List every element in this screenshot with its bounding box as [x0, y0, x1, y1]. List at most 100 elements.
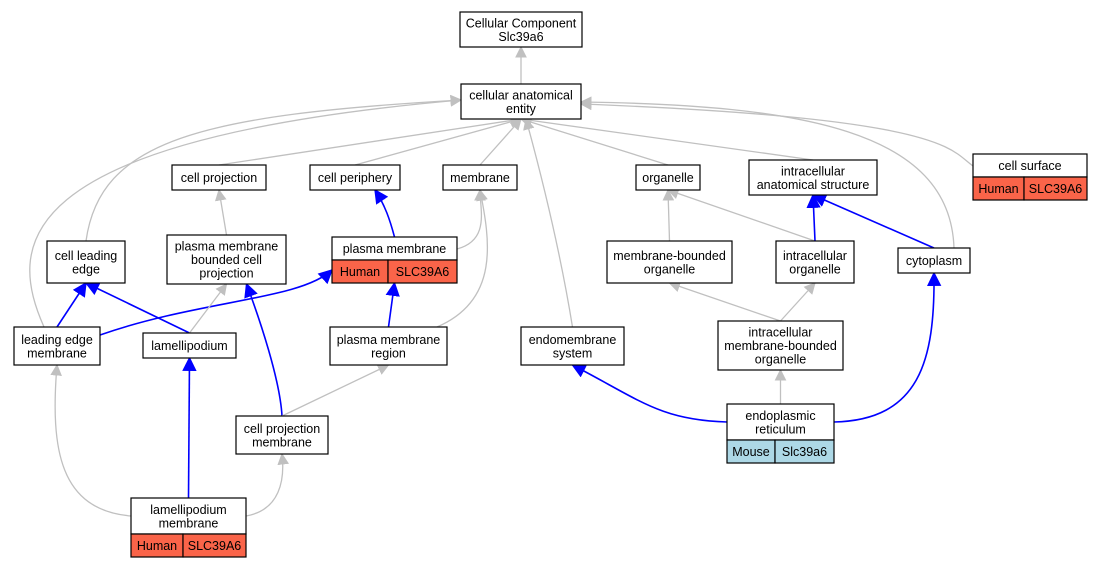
node-label: plasma membrane: [337, 333, 441, 347]
node-box: [329, 326, 448, 366]
node-box: [717, 320, 844, 371]
edge-lem-to-cle: [56, 281, 87, 328]
node-label: Cellular Component: [466, 16, 577, 30]
node-label: region: [371, 346, 406, 360]
node-label: endomembrane: [529, 333, 617, 347]
node-label: lamellipodium: [150, 503, 226, 517]
node-label: anatomical structure: [757, 178, 870, 192]
gene-badge: [1023, 176, 1088, 201]
edge-lem-to-cae: [29, 95, 463, 328]
node-box: [606, 240, 733, 284]
node-box: [635, 164, 701, 191]
node-label: edge: [72, 262, 100, 276]
node-box: [171, 164, 267, 191]
node-label: membrane: [27, 346, 87, 360]
node-label: leading edge: [21, 333, 93, 347]
edge-io-to-ias: [806, 193, 821, 242]
gene-label: SLC39A6: [396, 265, 450, 279]
edge-pmbcp-to-cp: [214, 188, 228, 236]
node-label: membrane-bounded: [724, 339, 837, 353]
node-box: [309, 164, 401, 191]
edge-io-to-org: [666, 187, 816, 242]
node-lam[interactable]: lamellipodium: [142, 332, 237, 359]
edge-imbo-to-io: [780, 282, 816, 322]
node-label: projection: [199, 267, 253, 281]
node-label: cell periphery: [318, 171, 393, 185]
node-label: membrane: [450, 171, 510, 185]
node-label: intracellular: [749, 326, 813, 340]
species-label: Human: [340, 265, 380, 279]
node-mem[interactable]: membrane: [442, 164, 518, 191]
gene-badge: [182, 533, 247, 558]
species-label: Human: [978, 182, 1018, 196]
edge-imbo-to-mbo: [668, 280, 781, 322]
node-label: organelle: [755, 353, 806, 367]
edge-cper-to-cae: [354, 116, 523, 166]
edge-lam-to-pmbcp: [188, 283, 228, 334]
edge-org-to-cae: [519, 116, 669, 166]
node-box: [235, 415, 329, 455]
node-label: membrane: [252, 435, 312, 449]
node-label: cell leading: [55, 249, 118, 263]
node-label: Slc39a6: [498, 30, 543, 44]
node-cp[interactable]: cell projection: [171, 164, 267, 191]
node-label: cytoplasm: [906, 254, 962, 268]
node-box: [13, 326, 101, 366]
node-label: plasma membrane: [343, 242, 447, 256]
edge-cs-to-cae: [579, 98, 974, 167]
edge-lpm-to-cpm: [245, 452, 290, 517]
gene-badge: [774, 439, 835, 464]
node-label: bounded cell: [191, 253, 262, 267]
edge-er-to-ems: [571, 364, 728, 423]
node-label: plasma membrane: [175, 240, 279, 254]
node-label: intracellular: [781, 164, 845, 178]
node-label: endoplasmic: [745, 409, 815, 423]
edge-er-to-cyto: [833, 271, 942, 423]
gene-label: SLC39A6: [188, 539, 242, 553]
node-label: organelle: [642, 171, 693, 185]
edge-lem-to-pm: [99, 269, 334, 336]
node-org[interactable]: organelle: [635, 164, 701, 191]
node-label: intracellular: [783, 249, 847, 263]
node-label: entity: [506, 102, 537, 116]
edge-pmr-to-mem: [436, 188, 489, 328]
node-cper[interactable]: cell periphery: [309, 164, 401, 191]
node-box: [442, 164, 518, 191]
edge-mbo-to-org: [662, 188, 675, 242]
node-box: [520, 326, 625, 366]
edge-pm-to-cper: [374, 188, 396, 238]
node-box: [775, 240, 855, 284]
edge-cyto-to-ias: [811, 193, 935, 249]
node-label: organelle: [789, 262, 840, 276]
edge-pm-to-mem: [456, 188, 486, 250]
node-box: [460, 83, 582, 120]
gene-badge: [387, 259, 458, 284]
node-box: [897, 247, 971, 274]
edge-cle-to-cae: [85, 94, 463, 242]
edge-mem-to-cae: [479, 118, 522, 166]
edge-cyto-to-cae: [579, 96, 955, 249]
node-label: cell projection: [244, 422, 320, 436]
edges-layer: [29, 45, 974, 517]
node-box: [130, 497, 247, 535]
node-box: [726, 403, 835, 441]
node-label: reticulum: [755, 422, 806, 436]
node-cyto[interactable]: cytoplasm: [897, 247, 971, 274]
